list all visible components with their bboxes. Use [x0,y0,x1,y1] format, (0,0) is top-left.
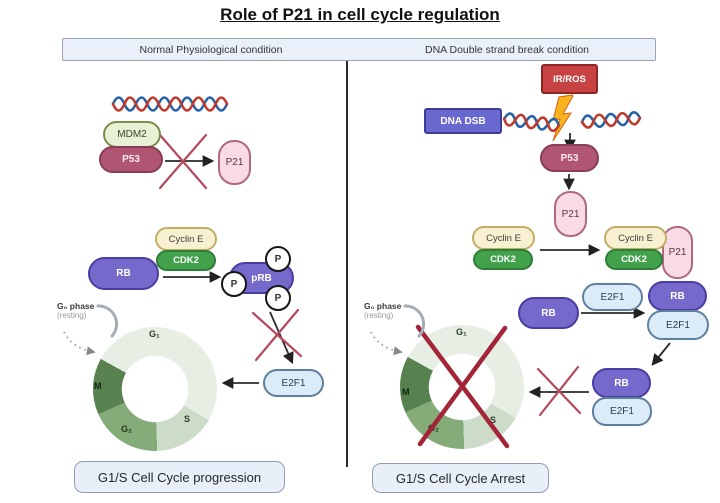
p21-node-left: P21 [218,140,251,185]
cdk2-label: CDK2 [621,254,647,265]
phosphate-circle-top: P [265,246,291,272]
g0-resting-text: (resting) [364,311,394,320]
g0-phase-label-right: G₀ phase (resting) [364,301,402,321]
p53-node-right: P53 [540,144,599,172]
cdk2-node-right1: CDK2 [473,249,533,270]
caption-progression-text: G1/S Cell Cycle progression [97,469,262,485]
p21-label: P21 [668,247,687,258]
e2f1-node-left: E2F1 [263,369,324,397]
cyclin-e-label: Cyclin E [486,232,521,244]
e2f1-label: E2F1 [281,377,306,389]
dna-dsb-label: DNA DSB [440,115,486,127]
e2f1-node-complex1: E2F1 [647,310,709,340]
dna-helix-icon [111,96,229,112]
rb-label: RB [614,377,629,389]
cycle-g1-label-left: G₁ [149,329,160,339]
p21-node-complex: P21 [662,226,693,279]
mdm2-node: MDM2 [103,121,161,148]
p53-node-left: P53 [99,146,163,173]
g0-phase-text: G₀ phase [57,301,95,311]
cycle-g2-label-left: G₂ [121,424,132,434]
e2f1-node-free: E2F1 [582,283,643,311]
e2f1-label: E2F1 [666,319,690,331]
cycle-m-label-left: M [94,381,102,391]
cyclin-e-node-left: Cyclin E [155,227,217,251]
dna-dsb-node: DNA DSB [424,108,502,134]
panel-divider [346,59,348,467]
g0-phase-label-left: G₀ phase (resting) [57,301,95,321]
g0-phase-text: G₀ phase [364,301,402,311]
g0-exit-curve [96,304,119,338]
rb-node-complex2: RB [592,368,651,398]
cdk2-label: CDK2 [490,254,516,265]
cyclin-e-label: Cyclin E [168,233,204,245]
dna-break-right-segment [580,111,642,129]
cdk2-node-left: CDK2 [156,250,216,271]
header-dsb-condition: DNA Double strand break condition [424,43,589,56]
cycle-s-label-right: S [490,415,497,425]
phosphate-circle-left: P [221,271,247,297]
cycle-g1-label-right: G₁ [456,327,467,337]
arrow-rbe2f1-down [651,342,671,366]
g0-resting-text: (resting) [57,311,87,320]
cdk2-node-right2: CDK2 [605,249,663,270]
caption-progression: G1/S Cell Cycle progression [74,461,285,493]
cdk2-label: CDK2 [173,255,199,266]
rb-node-right: RB [518,297,579,329]
inhibition-cross-prb-e2f1 [251,308,303,362]
rb-label: RB [116,268,131,279]
p21-label: P21 [561,208,580,220]
condition-header-bar: Normal Physiological condition DNA Doubl… [62,38,656,61]
caption-arrest-text: G1/S Cell Cycle Arrest [395,470,526,486]
ir-ros-node: IR/ROS [541,64,598,94]
p53-label: P53 [560,152,579,164]
inhibition-cross-e2f1-cycle [536,365,582,417]
p53-label: P53 [122,154,140,165]
e2f1-label: E2F1 [610,406,634,417]
page-title: Role of P21 in cell cycle regulation [220,5,500,24]
e2f1-label: E2F1 [600,291,625,303]
phosphate-label: P [274,292,282,304]
cyclin-e-node-right2: Cyclin E [604,226,667,250]
cell-cycle-arrest-cross [415,324,510,449]
lightning-bolt-icon [552,94,574,142]
phosphate-circle-bottom: P [265,285,291,311]
g0-dotted-path [63,331,96,356]
cycle-s-label-left: S [184,414,191,424]
e2f1-node-complex2: E2F1 [592,397,652,426]
dna-break-left-segment [502,112,561,133]
cyclin-e-node-right1: Cyclin E [472,226,535,250]
caption-arrest: G1/S Cell Cycle Arrest [372,463,549,493]
mdm2-label: MDM2 [117,129,147,140]
g0-exit-curve-right [403,304,426,338]
header-normal-condition: Normal Physiological condition [139,43,283,56]
cell-cycle-donut-left [93,327,217,451]
prb-label: pRB [251,272,272,284]
rb-label: RB [541,307,556,319]
rb-node-complex1: RB [648,281,707,311]
p21-node-right: P21 [554,191,587,237]
inhibition-cross-p53-p21 [158,133,208,190]
p21-label: P21 [225,157,244,168]
ir-ros-label: IR/ROS [553,73,586,85]
phosphate-label: P [230,278,238,290]
cycle-m-label-right: M [402,387,410,397]
cyclin-e-label: Cyclin E [618,232,653,244]
rb-label: RB [670,290,685,302]
phosphate-label: P [274,253,282,265]
g0-dotted-path-right [370,331,403,356]
rb-node-left: RB [88,257,159,290]
